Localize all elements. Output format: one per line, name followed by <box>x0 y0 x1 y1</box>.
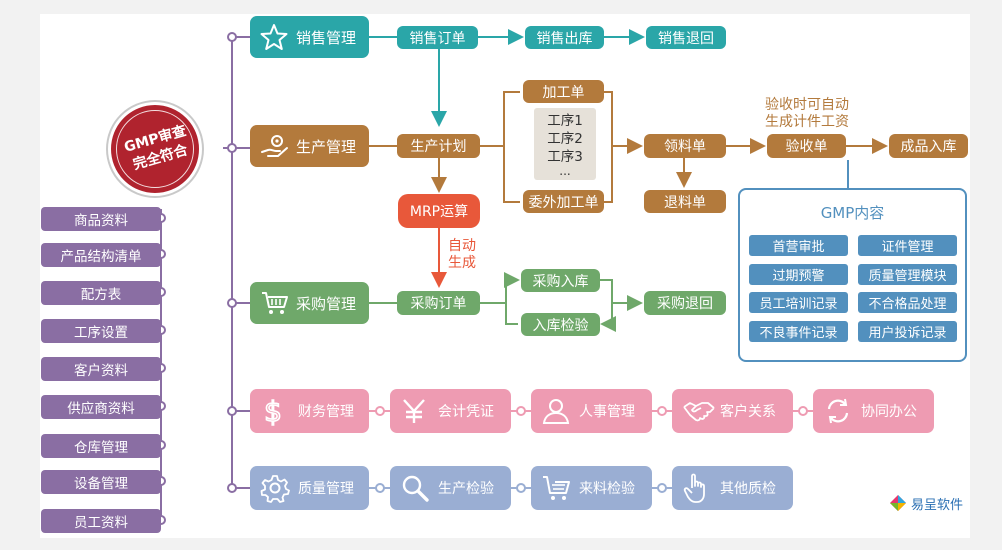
gmp-item-quality-module[interactable]: 质量管理模块 <box>858 264 957 285</box>
purchase-order-box[interactable]: 采购订单 <box>397 291 480 315</box>
process-steps-box: 工序1 工序2 工序3 ... <box>534 108 596 180</box>
gmp-item-nonconforming[interactable]: 不合格品处理 <box>858 292 957 313</box>
pointer-hand-icon <box>682 466 710 510</box>
left-item-staff[interactable]: 员工资料 <box>41 509 161 533</box>
sales-return-box[interactable]: 销售退回 <box>646 26 726 49</box>
cart-icon <box>260 282 290 324</box>
finished-inbound-box[interactable]: 成品入库 <box>889 134 968 158</box>
gmp-item-first-approval[interactable]: 首营审批 <box>749 235 848 256</box>
dollar-icon: $ <box>260 389 286 433</box>
svg-text:$: $ <box>264 396 282 426</box>
left-item-warehouse[interactable]: 仓库管理 <box>41 434 161 458</box>
auto-note-line2: 生成 <box>448 255 476 271</box>
handshake-icon <box>682 389 716 433</box>
module-sales-label: 销售管理 <box>296 28 357 47</box>
customer-relation-box[interactable]: 客户关系 <box>672 389 793 433</box>
material-return-box[interactable]: 退料单 <box>644 190 726 213</box>
left-item-goods[interactable]: 商品资料 <box>41 207 161 231</box>
purchase-return-box[interactable]: 采购退回 <box>644 291 726 315</box>
production-inspection-box[interactable]: 生产检验 <box>390 466 511 510</box>
star-icon <box>260 16 288 58</box>
voucher-label: 会计凭证 <box>438 404 494 420</box>
module-sales[interactable]: 销售管理 <box>250 16 369 58</box>
yen-icon <box>400 389 428 433</box>
acceptance-note-line2: 生成计件工资 <box>765 114 849 130</box>
module-production[interactable]: 生产管理 <box>250 125 369 167</box>
other-inspection-box[interactable]: 其他质检 <box>672 466 793 510</box>
material-pick-box[interactable]: 领料单 <box>644 134 726 158</box>
hr-management-box[interactable]: 人事管理 <box>531 389 652 433</box>
left-item-formula[interactable]: 配方表 <box>41 281 161 305</box>
outsource-order-box[interactable]: 委外加工单 <box>523 190 604 213</box>
left-item-bom[interactable]: 产品结构清单 <box>41 243 161 267</box>
auto-generate-note: 自动 生成 <box>442 238 482 272</box>
logo-icon <box>888 493 908 513</box>
process-step-3: 工序3 <box>547 149 583 165</box>
sales-outbound-box[interactable]: 销售出库 <box>525 26 604 49</box>
brand-name: 易呈软件 <box>911 497 964 513</box>
process-order-box[interactable]: 加工单 <box>523 80 604 103</box>
left-item-customer[interactable]: 客户资料 <box>41 357 161 381</box>
hr-label: 人事管理 <box>579 404 635 420</box>
gear-icon <box>260 466 290 510</box>
left-item-equipment[interactable]: 设备管理 <box>41 470 161 494</box>
other-inspection-label: 其他质检 <box>720 481 776 497</box>
acceptance-note-line1: 验收时可自动 <box>765 97 849 113</box>
diagram-canvas: GMP审查 完全符合 商品资料 产品结构清单 配方表 工序设置 客户资料 供应商… <box>40 14 970 538</box>
checklist-cart-icon <box>541 466 571 510</box>
module-purchase[interactable]: 采购管理 <box>250 282 369 324</box>
left-item-process[interactable]: 工序设置 <box>41 319 161 343</box>
module-quality[interactable]: 质量管理 <box>250 466 369 510</box>
purchase-inbound-box[interactable]: 采购入库 <box>521 269 600 292</box>
module-purchase-label: 采购管理 <box>296 294 357 313</box>
inbound-inspection-box[interactable]: 入库检验 <box>521 313 600 336</box>
process-step-2: 工序2 <box>547 131 583 147</box>
incoming-inspection-label: 来料检验 <box>579 481 635 497</box>
auto-note-line1: 自动 <box>448 238 476 254</box>
left-item-supplier[interactable]: 供应商资料 <box>41 395 161 419</box>
mrp-box[interactable]: MRP运算 <box>398 194 480 228</box>
crm-label: 客户关系 <box>720 404 776 420</box>
module-quality-label: 质量管理 <box>298 481 354 497</box>
acceptance-box[interactable]: 验收单 <box>767 134 846 158</box>
gmp-item-certificate[interactable]: 证件管理 <box>858 235 957 256</box>
incoming-inspection-box[interactable]: 来料检验 <box>531 466 652 510</box>
brand-logo: 易呈软件 <box>888 492 970 514</box>
hand-gear-icon <box>260 125 290 167</box>
module-finance[interactable]: $ 财务管理 <box>250 389 369 433</box>
prod-inspection-label: 生产检验 <box>438 481 494 497</box>
gmp-panel-title: GMP内容 <box>820 204 885 222</box>
collaborative-office-box[interactable]: 协同办公 <box>813 389 934 433</box>
module-finance-label: 财务管理 <box>298 404 354 420</box>
gmp-item-adverse-event[interactable]: 不良事件记录 <box>749 321 848 342</box>
process-step-1: 工序1 <box>547 113 583 129</box>
office-label: 协同办公 <box>861 404 917 420</box>
gmp-compliance-badge: GMP审查 完全符合 <box>108 102 202 196</box>
process-step-more: ... <box>559 164 571 178</box>
gmp-item-complaint[interactable]: 用户投诉记录 <box>858 321 957 342</box>
badge-inner-ring <box>116 110 194 188</box>
accounting-voucher-box[interactable]: 会计凭证 <box>390 389 511 433</box>
gmp-content-panel: GMP内容 首营审批 证件管理 过期预警 质量管理模块 员工培训记录 不合格品处… <box>738 188 967 362</box>
sales-order-box[interactable]: 销售订单 <box>397 26 478 49</box>
production-plan-box[interactable]: 生产计划 <box>397 134 480 158</box>
gmp-item-training[interactable]: 员工培训记录 <box>749 292 848 313</box>
acceptance-note: 验收时可自动 生成计件工资 <box>752 97 862 131</box>
module-production-label: 生产管理 <box>296 137 357 156</box>
person-icon <box>541 389 571 433</box>
refresh-icon <box>823 389 853 433</box>
gmp-item-expiry-alert[interactable]: 过期预警 <box>749 264 848 285</box>
magnifier-icon <box>400 466 430 510</box>
